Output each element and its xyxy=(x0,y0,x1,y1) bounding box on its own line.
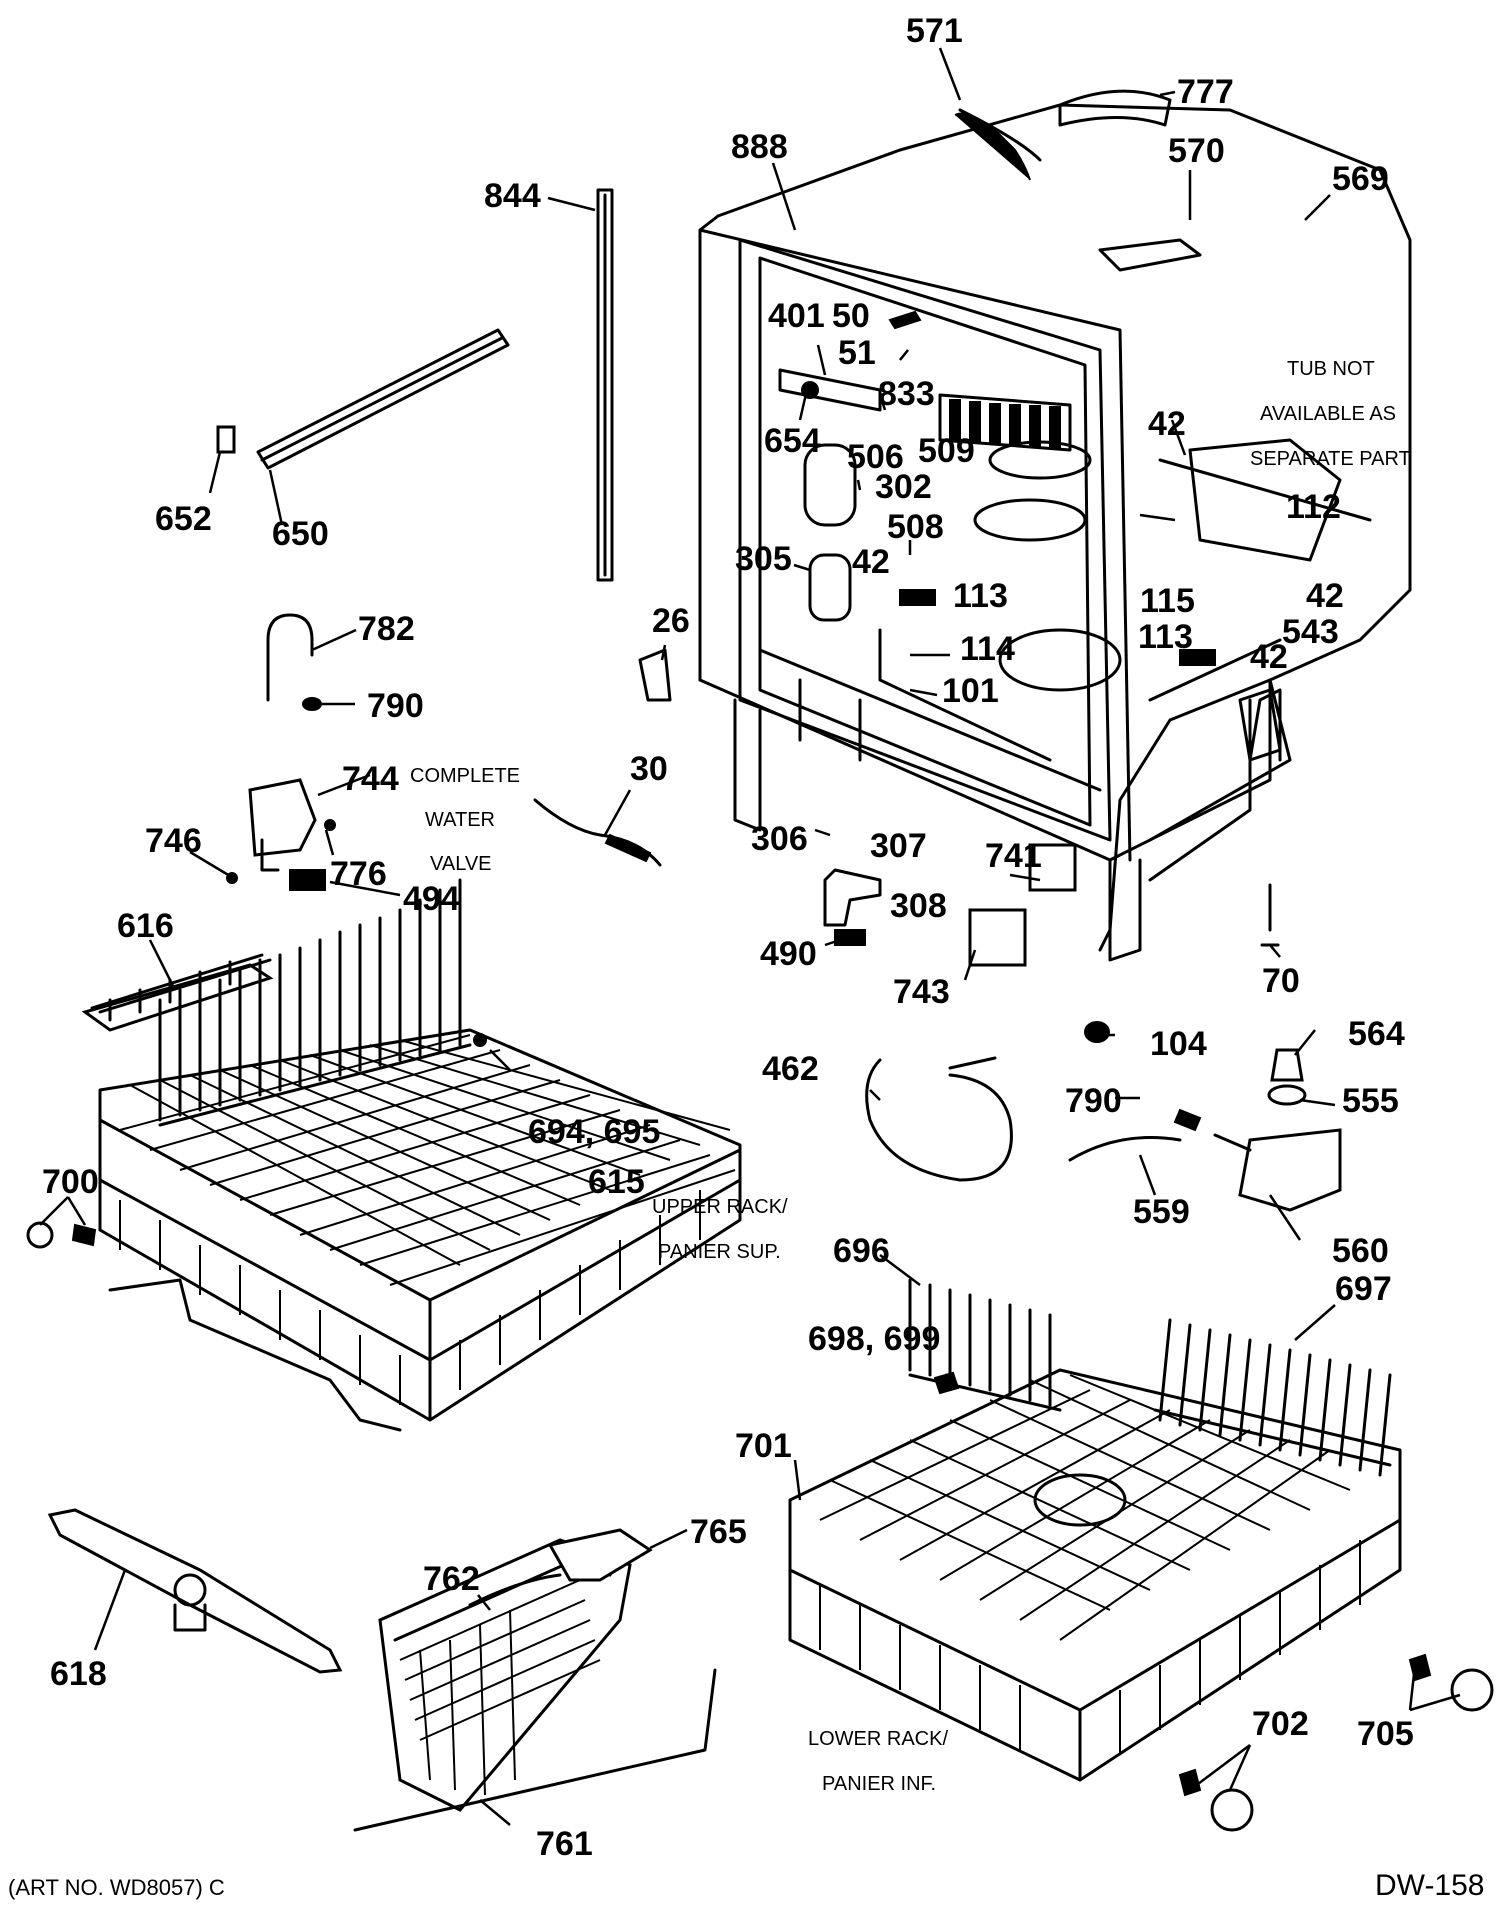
label-462: 462 xyxy=(762,1050,819,1088)
label-782: 782 xyxy=(358,610,415,648)
label-50: 50 xyxy=(832,297,870,335)
label-761: 761 xyxy=(536,1825,593,1863)
label-790-a: 790 xyxy=(367,687,424,725)
label-570: 570 xyxy=(1168,132,1225,170)
label-741: 741 xyxy=(985,837,1042,875)
label-833: 833 xyxy=(878,375,935,413)
spray-arm-and-basket xyxy=(47,1508,717,1832)
note-lower-rack-line-2: PANIER INF. xyxy=(822,1773,936,1795)
tub-assembly xyxy=(698,89,1412,962)
label-700: 700 xyxy=(42,1163,99,1201)
label-70: 70 xyxy=(1262,962,1300,1000)
label-571: 571 xyxy=(906,12,963,50)
label-654: 654 xyxy=(764,422,821,460)
note-lower-rack-line-1: LOWER RACK/ xyxy=(808,1728,948,1750)
label-30: 30 xyxy=(630,750,668,788)
label-490: 490 xyxy=(760,935,817,973)
lower-rack xyxy=(788,1278,1494,1832)
art-number: (ART NO. WD8057) C xyxy=(8,1875,225,1900)
label-743: 743 xyxy=(893,973,950,1011)
label-306: 306 xyxy=(751,820,808,858)
note-valve-line-2: WATER xyxy=(425,809,495,831)
note-tub-line-2: AVAILABLE AS xyxy=(1260,403,1396,425)
note-valve-line-1: COMPLETE xyxy=(410,765,520,787)
label-776: 776 xyxy=(330,855,387,893)
label-694-695: 694, 695 xyxy=(528,1113,660,1151)
label-701: 701 xyxy=(735,1427,792,1465)
label-696: 696 xyxy=(833,1232,890,1270)
label-42-d: 42 xyxy=(1250,638,1288,676)
label-42-c: 42 xyxy=(1306,577,1344,615)
label-307: 307 xyxy=(870,827,927,865)
label-112: 112 xyxy=(1286,488,1341,526)
label-509: 509 xyxy=(918,432,975,470)
label-115: 115 xyxy=(1140,582,1195,620)
page-code: DW-158 xyxy=(1375,1869,1484,1902)
note-valve-line-3: VALVE xyxy=(430,853,492,875)
note-tub-line-1: TUB NOT xyxy=(1287,358,1375,380)
label-777: 777 xyxy=(1177,73,1234,111)
label-569: 569 xyxy=(1332,160,1389,198)
label-618: 618 xyxy=(50,1655,107,1693)
label-302: 302 xyxy=(875,468,932,506)
label-615: 615 xyxy=(588,1163,645,1201)
part-labels: 571 777 570 569 888 844 401 50 51 833 65… xyxy=(42,12,1414,1863)
label-765: 765 xyxy=(690,1513,747,1551)
label-101: 101 xyxy=(942,672,999,710)
label-844: 844 xyxy=(484,177,541,215)
note-upper-rack-line-1: UPPER RACK/ xyxy=(652,1196,788,1218)
label-744: 744 xyxy=(342,760,399,798)
label-113-a: 113 xyxy=(953,577,1008,615)
label-42-a: 42 xyxy=(1148,405,1186,443)
note-upper-rack-line-2: PANIER SUP. xyxy=(658,1241,781,1263)
upper-rack xyxy=(26,878,742,1432)
label-705: 705 xyxy=(1357,1715,1414,1753)
label-616: 616 xyxy=(117,907,174,945)
label-113-b: 113 xyxy=(1138,618,1193,656)
label-746: 746 xyxy=(145,822,202,860)
label-42-b: 42 xyxy=(852,543,890,581)
label-506: 506 xyxy=(847,438,904,476)
label-698-699: 698, 699 xyxy=(808,1320,940,1358)
leader-lines xyxy=(39,47,1461,1826)
left-small-parts xyxy=(81,188,672,1032)
label-888: 888 xyxy=(731,128,788,166)
label-543: 543 xyxy=(1282,613,1339,651)
label-555: 555 xyxy=(1342,1082,1399,1120)
note-tub-line-3: SEPARATE PART xyxy=(1250,448,1411,470)
label-305: 305 xyxy=(735,540,792,578)
label-26: 26 xyxy=(652,602,690,640)
label-104: 104 xyxy=(1150,1025,1207,1063)
footer: (ART NO. WD8057) C DW-158 xyxy=(8,1869,1484,1902)
label-51: 51 xyxy=(838,334,876,372)
label-494: 494 xyxy=(403,880,460,918)
label-564: 564 xyxy=(1348,1015,1405,1053)
label-697: 697 xyxy=(1335,1270,1392,1308)
label-508: 508 xyxy=(887,508,944,546)
label-650: 650 xyxy=(272,515,329,553)
label-762: 762 xyxy=(423,1560,480,1598)
label-308: 308 xyxy=(890,887,947,925)
label-114: 114 xyxy=(960,630,1015,668)
label-790-b: 790 xyxy=(1065,1082,1122,1120)
text-notes: TUB NOT AVAILABLE AS SEPARATE PART COMPL… xyxy=(410,358,1411,1795)
label-560: 560 xyxy=(1332,1232,1389,1270)
label-652: 652 xyxy=(155,500,212,538)
label-401: 401 xyxy=(768,297,825,335)
lower-center-parts xyxy=(823,843,1342,1212)
label-702: 702 xyxy=(1252,1705,1309,1743)
label-559: 559 xyxy=(1133,1193,1190,1231)
